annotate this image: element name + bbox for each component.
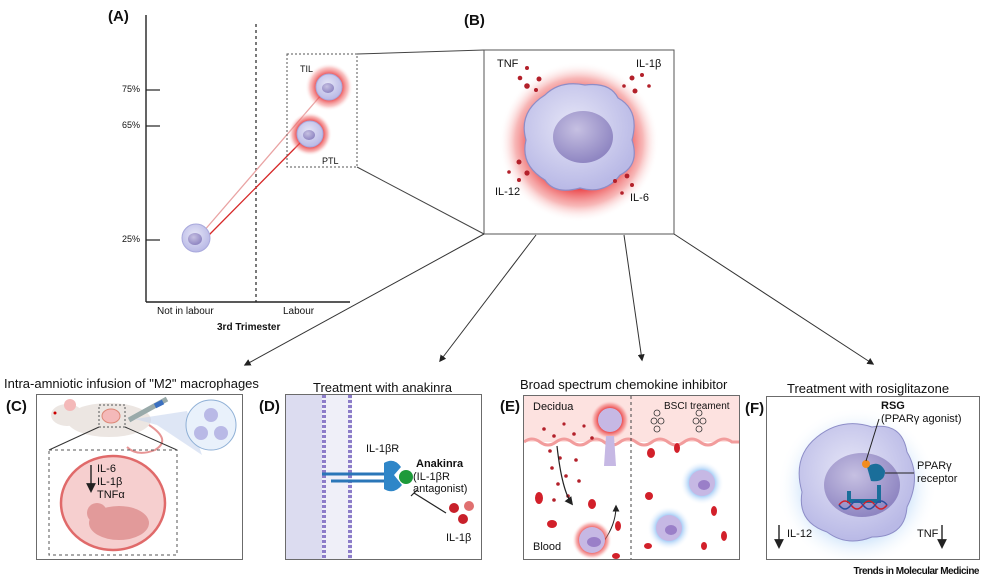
panel-e-title: Broad spectrum chemokine inhibitor: [520, 377, 728, 392]
resting-leukocyte-icons: [647, 461, 724, 550]
y-tick-75: 75%: [122, 84, 141, 94]
panel-a-chart: [145, 15, 358, 303]
panel-c-box: IL-6 IL-1β TNFα: [36, 394, 243, 560]
bsci-molecule-icons: [650, 409, 707, 433]
panel-f-label: (F): [745, 400, 765, 417]
cytokine-il1b: IL-1β: [636, 58, 662, 70]
panel-c-label: (C): [6, 398, 27, 415]
syringe-icon: [127, 396, 169, 423]
til-label: TIL: [300, 64, 314, 74]
decidua-label: Decidua: [533, 401, 574, 413]
chemokine-dots: [542, 422, 594, 502]
panel-e-box: Decidua BSCI treament Blood: [523, 395, 740, 560]
panel-d-box: IL-1βR Anakinra (IL-1βR antagonist) IL-1…: [285, 394, 482, 560]
cell-til: [305, 63, 353, 111]
x-axis-title: 3rd Trimester: [217, 322, 281, 333]
rsg-icon: [862, 460, 870, 468]
x-cat-labour: Labour: [283, 306, 315, 317]
zoom-connector-top: [356, 49, 485, 55]
c-cytokine-il1b: IL-1β: [97, 476, 123, 488]
nucleus-icon: [824, 453, 900, 517]
il1b-ligand-icon: [449, 501, 474, 524]
panel-a-label: (A): [108, 8, 129, 25]
cell-ptl: [288, 112, 332, 156]
mouse-icon: [51, 399, 164, 454]
arrow-to-f: [673, 233, 875, 365]
panel-c-illustration: [48, 396, 237, 556]
panel-d-illustration: [286, 395, 474, 559]
migrating-leukocyte-icon: [590, 400, 630, 466]
receptor-label: IL-1βR: [366, 443, 400, 455]
panel-d-label: (D): [259, 398, 280, 415]
panel-e-illustration: [524, 396, 739, 559]
panel-c-title: Intra-amniotic infusion of "M2" macropha…: [4, 376, 259, 391]
bsci-label: BSCI treament: [664, 401, 730, 412]
anakinra-label: Anakinra: [416, 458, 464, 470]
panel-f-box: RSG (PPARγ agonist) PPARγ receptor IL-12…: [766, 396, 980, 560]
y-tick-65: 65%: [122, 120, 141, 130]
panel-b-label: (B): [464, 12, 485, 29]
panel-f-illustration: [774, 407, 947, 559]
panel-f-title: Treatment with rosiglitazone: [787, 381, 950, 396]
ppar-receptor-label-2: receptor: [917, 473, 958, 485]
arrow-to-d: [439, 234, 537, 363]
panel-e-label: (E): [500, 398, 520, 415]
y-tick-25: 25%: [122, 234, 141, 244]
il12-down-label: IL-12: [787, 528, 813, 540]
cell-not-in-labour: [181, 223, 211, 253]
rsg-label: RSG: [881, 400, 905, 412]
arrow-to-c: [243, 233, 485, 366]
c-cytokine-il6: IL-6: [97, 463, 116, 475]
cytokine-tnf: TNF: [497, 58, 519, 70]
ptl-line: [207, 139, 304, 237]
inhibition-line: [413, 492, 447, 514]
ppar-receptor-icon: [867, 463, 885, 482]
m2-macrophages-icon: [185, 399, 237, 451]
blood-label: Blood: [533, 541, 562, 553]
journal-credit: Trends in Molecular Medicine: [853, 566, 980, 577]
panel-b-cell: [499, 62, 659, 222]
zoom-connector-bottom: [356, 166, 485, 235]
amniotic-sac-icon: [59, 454, 167, 552]
il1b-receptor-icon: [322, 460, 402, 492]
arrow-to-e: [623, 234, 645, 362]
ptl-label: PTL: [322, 156, 339, 166]
ligand-label: IL-1β: [446, 532, 472, 544]
panel-d-title: Treatment with anakinra: [313, 380, 452, 395]
x-cat-not-in-labour: Not in labour: [157, 306, 214, 317]
red-blood-cell-icons: [535, 443, 727, 559]
cytokine-il6: IL-6: [630, 192, 649, 204]
anakinra-desc: (IL-1βR antagonist): [413, 471, 468, 495]
ppar-receptor-label-1: PPARγ: [917, 460, 952, 472]
rsg-desc: (PPARγ agonist): [881, 413, 962, 425]
cytokine-il12: IL-12: [495, 186, 521, 198]
zoom-box: [286, 53, 358, 168]
c-cytokine-tnfa: TNFα: [97, 489, 125, 501]
tnf-down-label: TNF: [917, 528, 939, 540]
cell-membrane-icon: [322, 395, 352, 559]
inflamed-leukocyte-icon: [572, 520, 612, 559]
anakinra-icon: [399, 470, 413, 484]
